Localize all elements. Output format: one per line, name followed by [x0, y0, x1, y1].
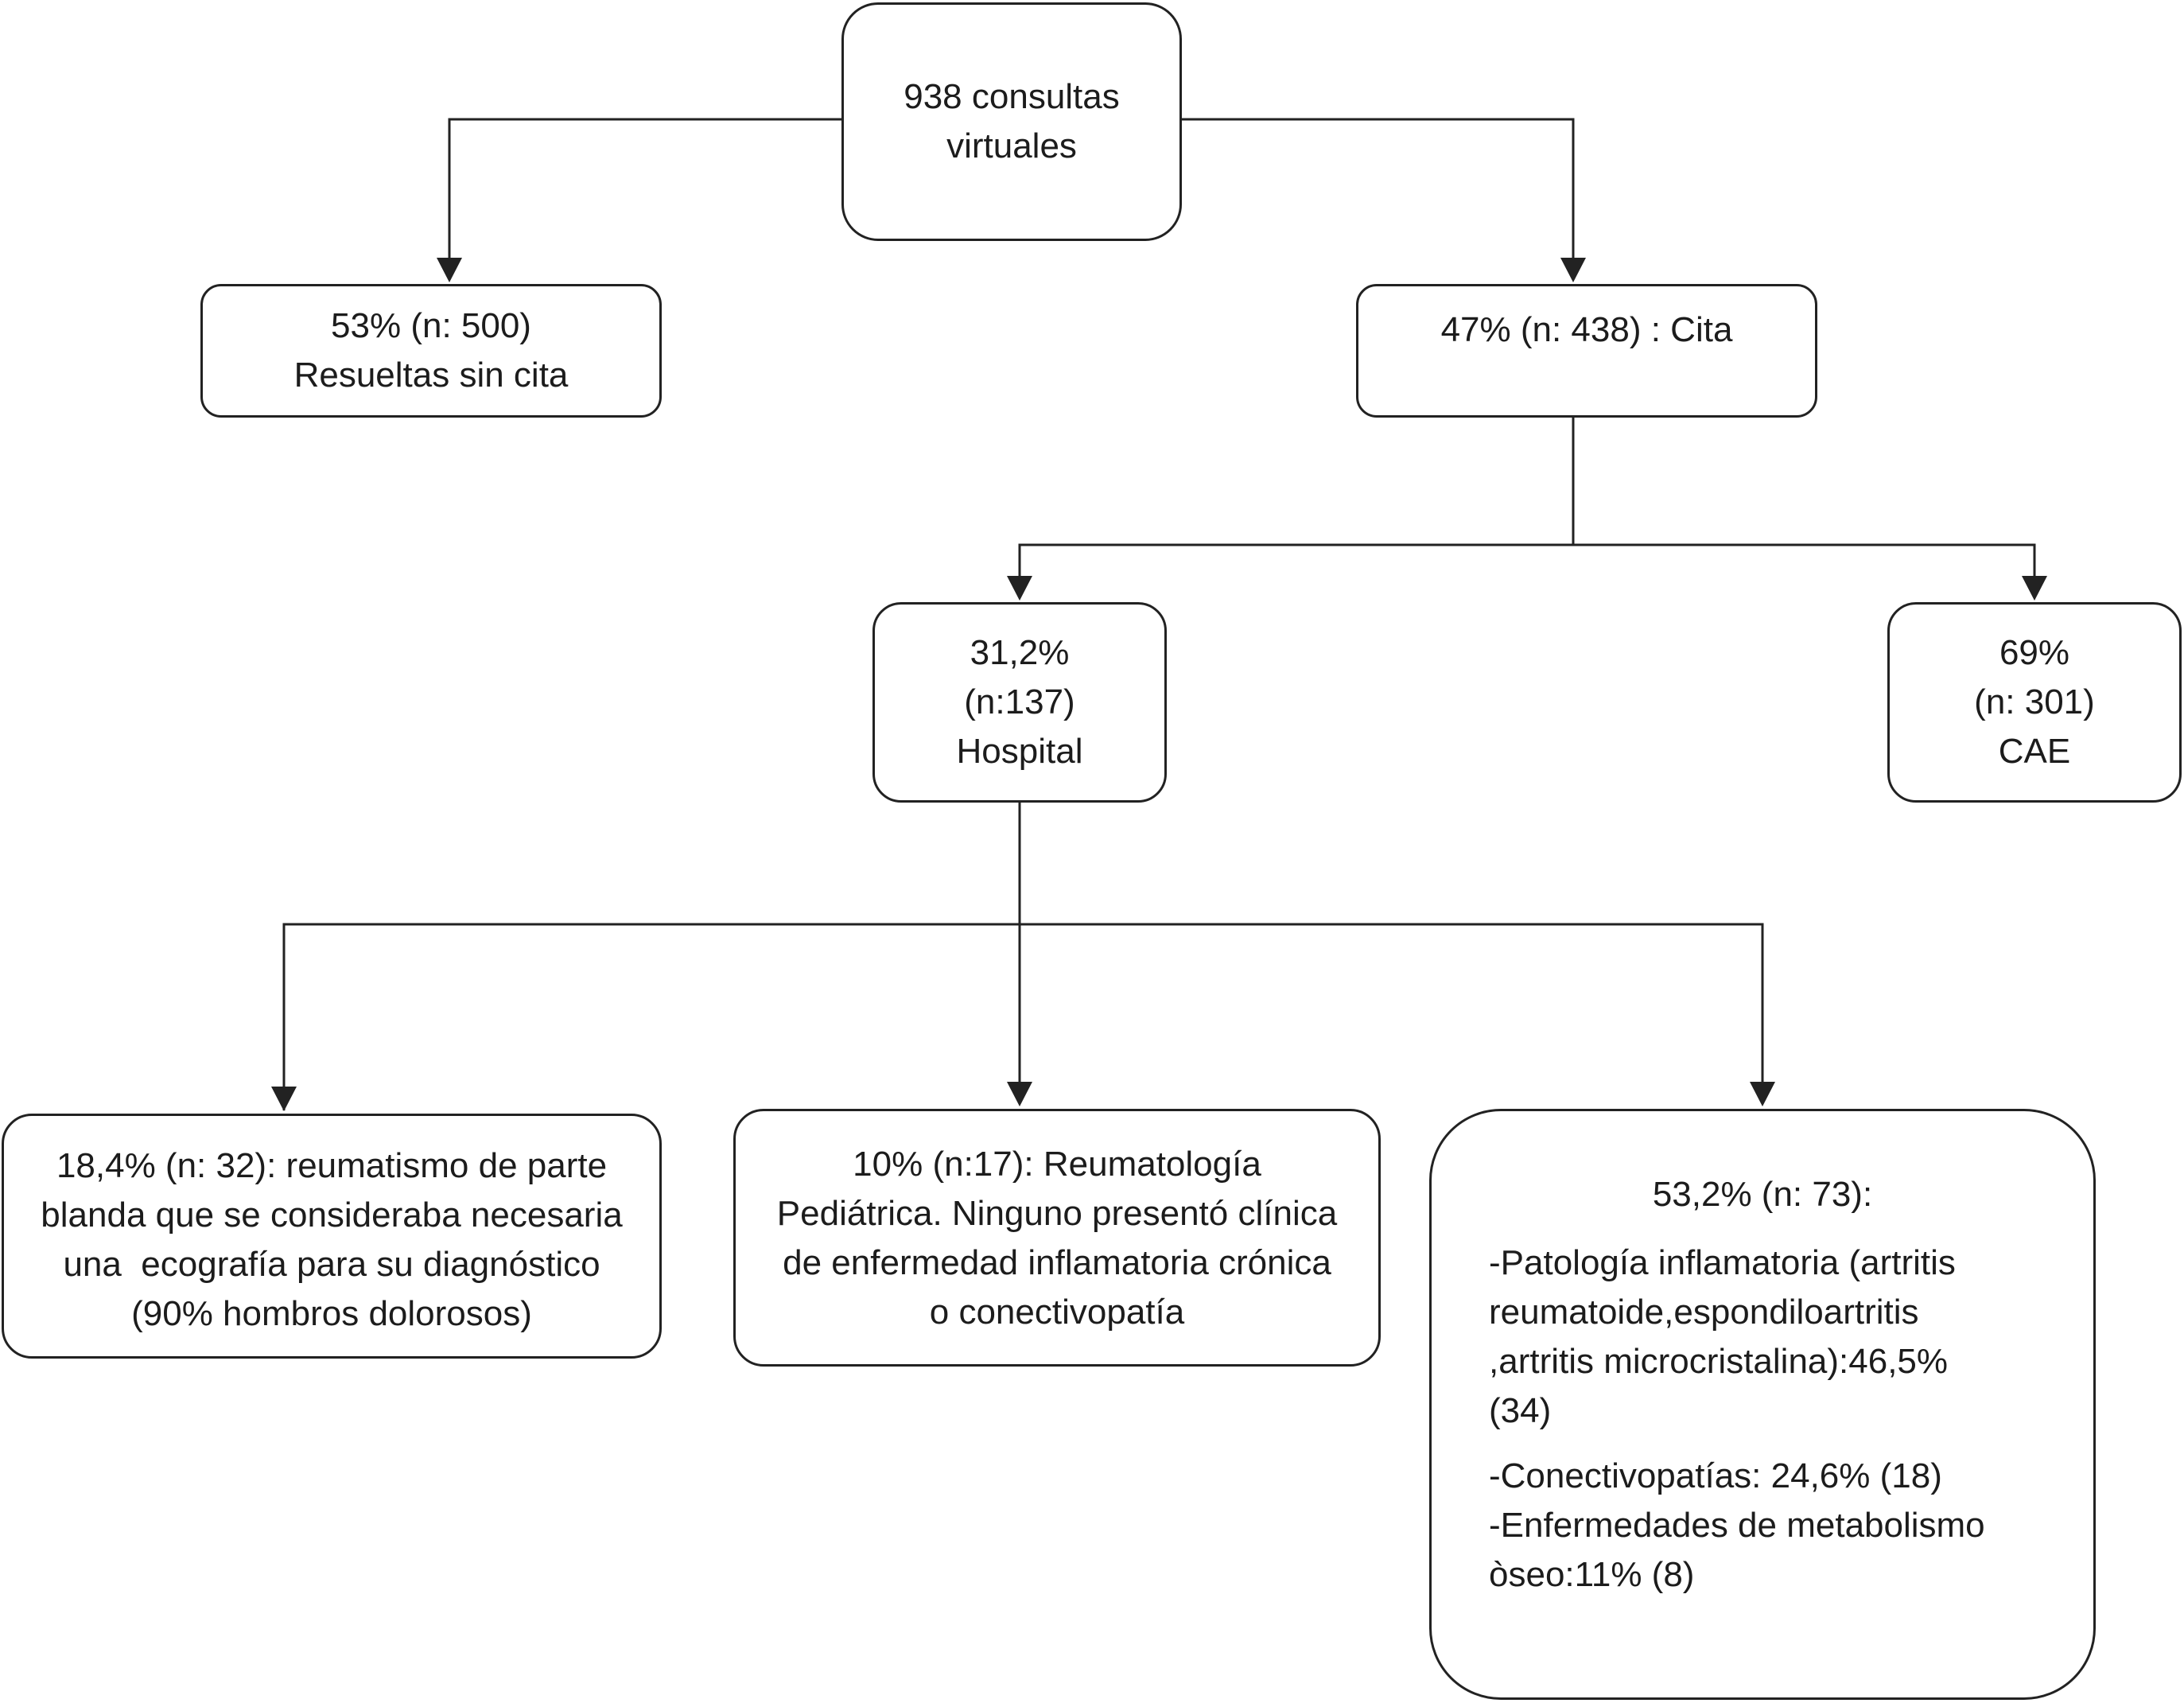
node-text: 10% (n:17): Reumatología [853, 1145, 1261, 1184]
node-text: blanda que se consideraba necesaria [41, 1196, 623, 1234]
node-reumatologia-pediatrica: 10% (n:17): Reumatología Pediátrica. Nin… [733, 1109, 1381, 1367]
edge-root-to-cita [1182, 118, 1575, 259]
node-text: 47% (n: 438) : Cita [1440, 310, 1733, 349]
arrowhead-sin-cita [437, 258, 462, 282]
node-text: (34) [1489, 1391, 1552, 1430]
node-text: (n:137) [964, 682, 1075, 721]
node-text: 69% [1999, 633, 2070, 672]
node-text: o conectivopatía [929, 1293, 1185, 1332]
arrowhead-inflamatoria [1750, 1082, 1775, 1106]
node-text: CAE [1998, 732, 2071, 771]
node-text: 53% (n: 500) [331, 306, 531, 345]
spacer [1489, 1436, 2093, 1452]
node-text: -Patología inflamatoria (artritis [1489, 1243, 1956, 1282]
edge-cita-to-cae [1573, 543, 2036, 577]
edge-root-to-sin-cita [448, 118, 841, 259]
arrowhead-pediatrica [1007, 1082, 1032, 1106]
node-cae: 69% (n: 301) CAE [1887, 602, 2182, 803]
node-text: (90% hombros dolorosos) [131, 1294, 532, 1333]
node-resueltas-sin-cita: 53% (n: 500) Resueltas sin cita [200, 284, 662, 418]
node-text: (n: 301) [1974, 682, 2095, 721]
node-text: 18,4% (n: 32): reumatismo de parte [56, 1146, 608, 1185]
node-text: de enfermedad inflamatoria crónica [783, 1243, 1331, 1282]
node-text: 938 consultas [904, 77, 1120, 116]
node-text: reumatoide,espondiloartritis [1489, 1293, 1919, 1332]
arrowhead-cita [1560, 258, 1586, 282]
node-text: ,artritis microcristalina):46,5% [1489, 1342, 1949, 1381]
node-text: Pediátrica. Ninguno presentó clínica [776, 1194, 1338, 1233]
node-cita: 47% (n: 438) : Cita [1356, 284, 1817, 418]
node-text: -Conectivopatías: 24,6% (18) [1489, 1456, 1942, 1495]
arrowhead-blanda [271, 1087, 297, 1111]
node-text: òseo:11% (8) [1489, 1555, 1695, 1594]
node-text: 31,2% [970, 633, 1070, 672]
node-body: -Patología inflamatoria (artritis reumat… [1489, 1238, 2093, 1600]
node-title: 53,2% (n: 73): [1652, 1175, 1873, 1214]
node-hospital: 31,2% (n:137) Hospital [872, 602, 1167, 803]
node-text: Hospital [956, 732, 1083, 771]
node-text: Resueltas sin cita [293, 356, 569, 395]
node-text: -Enfermedades de metabolismo [1489, 1506, 1985, 1545]
arrowhead-hospital [1007, 576, 1032, 601]
edge-cita-to-hospital [1018, 543, 1573, 577]
node-text: virtuales [946, 126, 1077, 165]
node-patologia-inflamatoria: 53,2% (n: 73): -Patología inflamatoria (… [1429, 1109, 2096, 1700]
node-text: una ecografía para su diagnóstico [63, 1245, 600, 1284]
arrowhead-cae [2022, 576, 2047, 601]
node-938-consultas: 938 consultas virtuales [841, 2, 1182, 241]
node-reumatismo-parte-blanda: 18,4% (n: 32): reumatismo de parte bland… [2, 1114, 662, 1359]
